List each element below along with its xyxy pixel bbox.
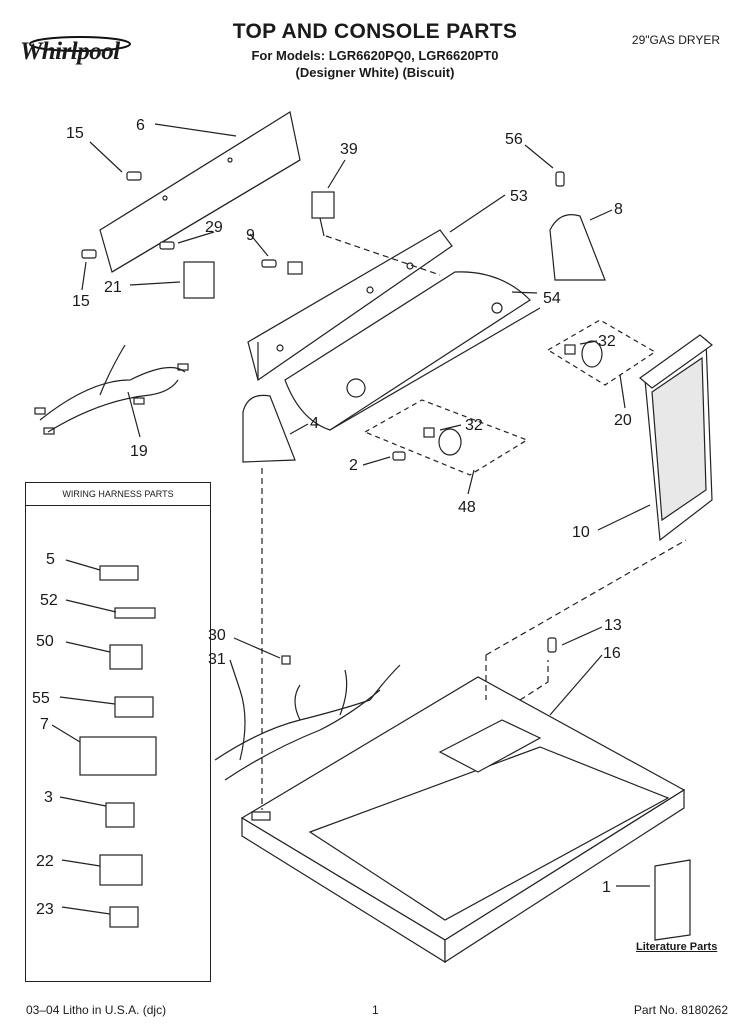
callout-9: 9	[246, 227, 255, 244]
callout-harness-23: 23	[36, 901, 54, 918]
part-timer	[183, 261, 215, 299]
callout-numbers: 15 6 39 56 8 53 29 9 15 21 54 32 20 19 4…	[32, 117, 632, 918]
callout-harness-52: 52	[40, 592, 58, 609]
part-rear-bracket	[99, 111, 301, 273]
callout-21: 21	[104, 279, 122, 296]
part-screw-15-top	[126, 171, 142, 181]
wiring-harness-title: WIRING HARNESS PARTS	[26, 483, 210, 506]
callout-harness-50: 50	[36, 633, 54, 650]
part-lint-screen	[639, 334, 713, 542]
callout-32-right: 32	[598, 333, 616, 350]
callout-32-left: 32	[465, 417, 483, 434]
part-knob-group-48	[363, 399, 529, 476]
callout-39: 39	[340, 141, 358, 158]
callout-harness-3: 3	[44, 789, 53, 806]
part-screw-29	[159, 241, 175, 250]
part-connector-9	[261, 259, 303, 275]
colors-line: (Designer White) (Biscuit)	[295, 65, 455, 80]
callout-harness-7: 7	[40, 716, 49, 733]
part-top-panel	[240, 676, 686, 964]
callout-19: 19	[130, 443, 148, 460]
callout-56: 56	[505, 131, 523, 148]
harness-part-5	[99, 565, 139, 581]
logo-swirl-icon	[29, 36, 131, 52]
part-screw-13	[547, 637, 557, 653]
assembly-guides	[261, 235, 687, 810]
models-line: For Models: LGR6620PQ0, LGR6620PT0	[251, 48, 499, 63]
callout-29: 29	[205, 219, 223, 236]
callout-13: 13	[604, 617, 622, 634]
part-knob-group-20	[546, 319, 657, 386]
leader-lines	[51, 123, 651, 915]
callout-54: 54	[543, 290, 561, 307]
callout-30: 30	[208, 627, 226, 644]
callout-31: 31	[208, 651, 226, 668]
product-type: 29"GAS DRYER	[631, 33, 720, 47]
callout-10: 10	[572, 524, 590, 541]
part-screw-56	[555, 171, 565, 187]
harness-part-7	[79, 736, 157, 776]
part-harness-31	[214, 655, 401, 781]
brand-name: Whirlpool	[20, 38, 120, 65]
literature-parts-label: Literature Parts	[636, 941, 718, 953]
footer-litho: 03–04 Litho in U.S.A. (djc)	[26, 1003, 167, 1017]
callout-harness-22: 22	[36, 853, 54, 870]
callout-6: 6	[136, 117, 145, 134]
callout-15-top: 15	[66, 125, 84, 142]
callout-harness-5: 5	[46, 551, 55, 568]
harness-part-22	[99, 854, 143, 886]
part-console	[284, 271, 541, 431]
callout-15-bottom: 15	[72, 293, 90, 310]
harness-part-55	[114, 696, 154, 718]
wiring-harness-box: WIRING HARNESS PARTS	[25, 482, 211, 982]
harness-part-3	[105, 802, 135, 828]
footer-part-number: Part No. 8180262	[633, 1003, 728, 1017]
harness-part-52	[114, 607, 156, 619]
part-harness-19	[34, 344, 189, 435]
part-switch	[311, 191, 335, 237]
part-end-cap-right	[549, 214, 606, 281]
callout-8: 8	[614, 201, 623, 218]
harness-part-50	[109, 644, 143, 670]
callout-harness-55: 55	[32, 690, 50, 707]
part-literature	[654, 859, 691, 941]
callout-20: 20	[614, 412, 632, 429]
callout-4: 4	[310, 415, 319, 432]
part-screw-15-bottom	[81, 249, 97, 259]
page-title: TOP AND CONSOLE PARTS	[232, 20, 518, 43]
callout-1: 1	[602, 879, 611, 896]
whirlpool-logo: Whirlpool	[10, 30, 150, 70]
footer-page-number: 1	[372, 1003, 379, 1017]
harness-part-23	[109, 906, 139, 928]
part-screw-2	[392, 451, 406, 461]
callout-16: 16	[603, 645, 621, 662]
callout-53: 53	[510, 188, 528, 205]
callout-2: 2	[349, 457, 358, 474]
part-end-cap-left	[242, 394, 296, 463]
callout-48: 48	[458, 499, 476, 516]
